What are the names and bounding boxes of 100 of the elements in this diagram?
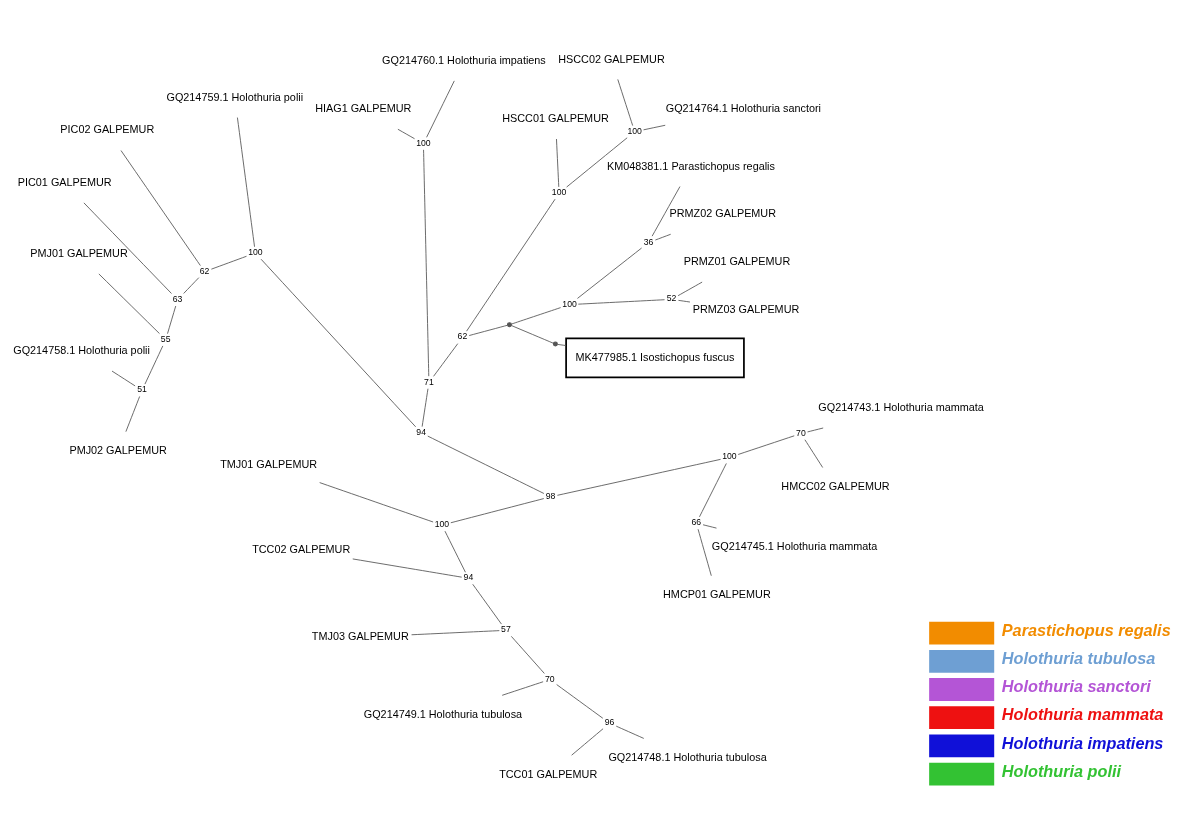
connector xyxy=(677,281,703,296)
connector xyxy=(643,124,666,130)
node-text: GQ214760.1 Holothuria impatiens xyxy=(382,53,546,66)
node-text: GQ214748.1 Holothuria tubulosa xyxy=(608,750,767,763)
connector xyxy=(167,305,177,334)
node-text: TMJ03 GALPEMUR xyxy=(311,629,409,642)
node-text: 100 xyxy=(434,518,450,529)
connector xyxy=(466,198,556,332)
connector xyxy=(98,272,160,334)
connector xyxy=(433,342,459,377)
connector xyxy=(651,185,681,237)
connector xyxy=(510,635,545,674)
node-text: 36 xyxy=(643,236,654,247)
node-text: TMJ01 GALPEMUR xyxy=(220,457,318,470)
node-text: 94 xyxy=(463,571,474,582)
connector xyxy=(678,299,691,302)
node-text: HSCC01 GALPEMUR xyxy=(502,111,609,124)
node-point xyxy=(507,321,512,327)
node-text: 100 xyxy=(551,186,567,197)
connector xyxy=(501,680,544,696)
connector xyxy=(468,324,508,336)
node-text: GQ214764.1 Holothuria sanctori xyxy=(665,101,822,114)
connector xyxy=(111,370,136,386)
node-text: 71 xyxy=(424,376,434,387)
node-text: 52 xyxy=(666,292,677,303)
node-point xyxy=(552,341,558,347)
connector xyxy=(566,136,628,187)
node-text: PRMZ01 GALPEMUR xyxy=(683,254,791,267)
connector xyxy=(737,434,795,455)
node-text: 62 xyxy=(199,265,210,276)
connector xyxy=(411,629,500,635)
connector xyxy=(472,583,502,625)
node-text: 100 xyxy=(627,125,642,136)
node-text: 57 xyxy=(501,623,511,634)
connector xyxy=(804,438,824,468)
node-text: 63 xyxy=(172,293,183,304)
connector xyxy=(444,530,466,573)
connector xyxy=(510,324,554,344)
legend-label: Holothuria sanctori xyxy=(1001,676,1151,695)
node-text: 55 xyxy=(160,333,171,344)
connector xyxy=(397,128,415,139)
connector xyxy=(556,683,604,719)
connector xyxy=(183,276,200,294)
connector xyxy=(210,255,247,270)
connector xyxy=(511,306,562,324)
node-text: GQ214745.1 Holothuria mammata xyxy=(711,539,878,552)
connector xyxy=(571,727,604,756)
connector xyxy=(617,78,634,126)
connector xyxy=(83,201,172,294)
node-text: PIC02 GALPEMUR xyxy=(60,122,155,135)
connector xyxy=(556,458,721,496)
connector xyxy=(556,138,560,187)
node-text: 94 xyxy=(416,426,426,437)
connector xyxy=(237,116,255,247)
connector xyxy=(260,258,417,427)
connector xyxy=(427,435,545,494)
node-text: 100 xyxy=(248,246,263,257)
node-text: KM048381.1 Parastichopus regalis xyxy=(606,159,775,172)
node-text: 100 xyxy=(562,298,577,309)
node-text: GQ214743.1 Holothuria mammata xyxy=(818,400,984,413)
connector xyxy=(426,79,455,138)
node-text: 100 xyxy=(416,137,431,148)
node-text: HMCP01 GALPEMUR xyxy=(663,587,771,600)
connector xyxy=(421,387,429,427)
node-text: 96 xyxy=(604,716,615,727)
connector xyxy=(697,528,712,576)
node-text: 70 xyxy=(796,427,806,438)
legend-label: Holothuria polii xyxy=(1001,761,1121,780)
node-text: GQ214759.1 Holothuria polii xyxy=(166,90,304,103)
connector xyxy=(144,345,164,385)
legend-label: Holothuria mammata xyxy=(1001,704,1164,723)
node-text: 66 xyxy=(691,516,702,527)
node-text: 62 xyxy=(457,330,468,341)
connector xyxy=(423,148,430,377)
connector xyxy=(807,427,824,432)
connector xyxy=(450,497,545,523)
node-text: 51 xyxy=(137,383,147,394)
node-text: PRMZ03 GALPEMUR xyxy=(692,302,800,315)
legend-label: Parastichopus regalis xyxy=(1001,620,1171,639)
legend-label: Holothuria tubulosa xyxy=(1001,648,1156,667)
node-text: PIC01 GALPEMUR xyxy=(17,175,112,188)
connector xyxy=(699,462,727,517)
node-text: GQ214758.1 Holothuria polii xyxy=(13,343,150,356)
legend-label: Holothuria impatiens xyxy=(1001,733,1164,752)
node-text: PMJ02 GALPEMUR xyxy=(69,443,167,456)
connector xyxy=(125,395,141,432)
connector xyxy=(120,149,201,266)
connector xyxy=(577,247,643,299)
node-text: PRMZ02 GALPEMUR xyxy=(669,206,777,219)
node-text: 98 xyxy=(545,490,556,501)
node-text: HMCC02 GALPEMUR xyxy=(781,479,890,492)
node-text: 70 xyxy=(544,673,555,684)
node-text: HIAG1 GALPEMUR xyxy=(315,101,412,114)
node-text: TCC01 GALPEMUR xyxy=(499,767,598,780)
connector xyxy=(654,233,672,240)
node-text: GQ214749.1 Holothuria tubulosa xyxy=(363,707,523,720)
connector xyxy=(615,725,645,739)
node-text: 100 xyxy=(722,450,737,461)
node-text: TCC02 GALPEMUR xyxy=(252,542,351,555)
connector xyxy=(319,481,434,522)
